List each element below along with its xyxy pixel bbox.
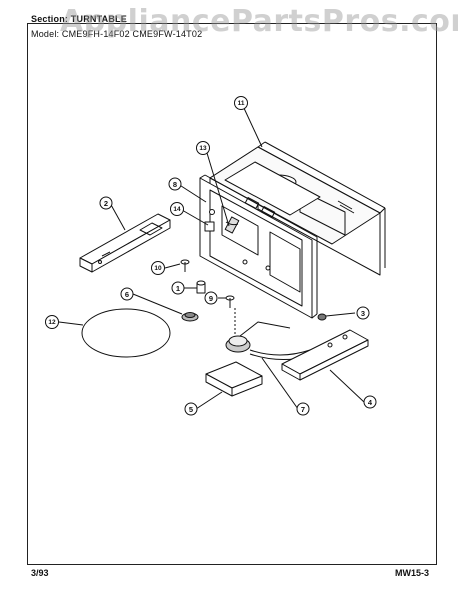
callout-3 (356, 306, 370, 320)
callout-label-13: 13 (199, 145, 207, 152)
callout-label-14: 14 (173, 206, 181, 213)
callout-8 (168, 177, 182, 191)
watermark: AppliancePartsPros.com (60, 4, 458, 39)
motor-cover (205, 361, 263, 397)
coupler (196, 280, 206, 294)
callout-label-6: 6 (125, 290, 129, 299)
clip (317, 313, 327, 321)
front-panel (199, 174, 318, 319)
screw-9 (225, 295, 235, 308)
callout-11 (234, 96, 248, 110)
callout-label-1: 1 (176, 284, 180, 293)
model-line: Model: CME9FH-14F02 CME9FW-14T02 (31, 29, 203, 39)
callout-12 (45, 315, 59, 329)
callout-label-2: 2 (104, 199, 108, 208)
section-title: Section: TURNTABLE (31, 14, 127, 24)
revision-date: 3/93 (31, 568, 49, 578)
glass-tray (81, 308, 171, 358)
callout-13 (196, 141, 210, 155)
callouts (45, 96, 377, 416)
callout-2 (99, 196, 113, 210)
callout-label-8: 8 (173, 180, 177, 189)
callout-label-5: 5 (189, 405, 193, 414)
callout-9 (204, 291, 218, 305)
callout-label-3: 3 (361, 309, 365, 318)
cabinet (209, 141, 386, 276)
support-plate (281, 329, 369, 381)
page-code: MW15-3 (395, 568, 430, 578)
callout-6 (120, 287, 134, 301)
bracket (79, 213, 171, 273)
callout-label-4: 4 (368, 398, 373, 407)
fuse-holder (204, 221, 215, 232)
sensor (209, 209, 215, 215)
callout-7 (296, 402, 310, 416)
callout-4 (363, 395, 377, 409)
callout-label-10: 10 (154, 265, 162, 272)
callout-label-9: 9 (209, 294, 213, 303)
callout-label-7: 7 (301, 405, 305, 414)
callout-14 (170, 202, 184, 216)
callout-label-12: 12 (48, 319, 56, 326)
callout-label-11: 11 (238, 100, 245, 107)
roller-guide (181, 312, 199, 322)
callout-10 (151, 261, 165, 275)
diagram-frame (27, 23, 437, 565)
callout-5 (184, 402, 198, 416)
screw (180, 259, 190, 272)
callout-1 (171, 281, 185, 295)
